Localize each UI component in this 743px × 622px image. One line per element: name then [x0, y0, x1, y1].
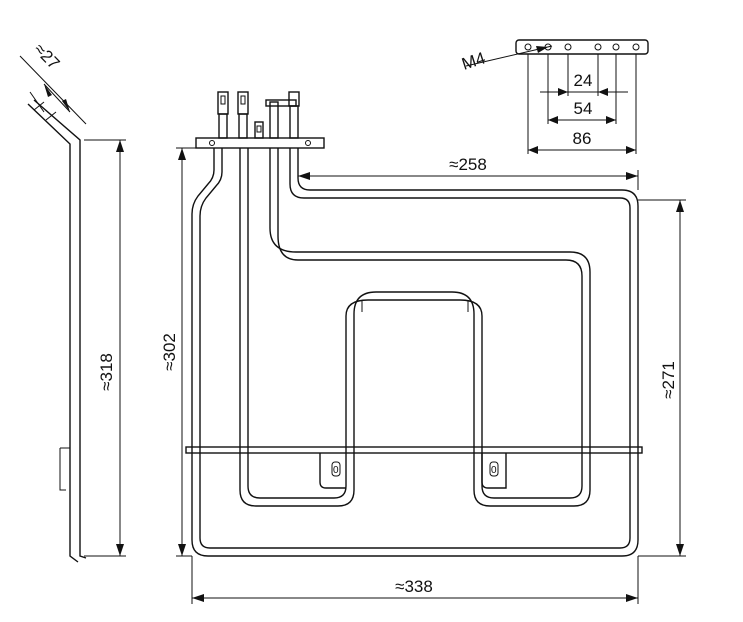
- side-view-hook: [59, 447, 70, 491]
- bracket-hole-4: [594, 43, 602, 51]
- bracket-hole-5: [612, 43, 620, 51]
- width-top-arrow-left: [298, 172, 310, 180]
- support-bar: [185, 446, 643, 454]
- angle-dimension-line: [43, 83, 71, 113]
- width-top-arrow-right: [626, 172, 638, 180]
- bracket-mid-label: 54: [574, 99, 593, 118]
- bracket-hole-6: [632, 43, 640, 51]
- mounting-plate: [195, 137, 325, 149]
- bracket-left-slot-mark: 0: [333, 465, 339, 476]
- bracket-hole-3: [564, 43, 572, 51]
- angle-extension-line-2: [29, 91, 45, 113]
- bracket-left-slot: [331, 461, 341, 477]
- angle-arrow: [62, 99, 70, 112]
- height-front-arrow-top: [178, 148, 186, 160]
- height-front-label: ≈302: [160, 333, 179, 371]
- bracket-right-slot: [489, 461, 499, 477]
- width-top-label: ≈258: [449, 155, 487, 174]
- outer-element-loop-inner-edge: [199, 148, 631, 549]
- height-right-label: ≈271: [659, 361, 678, 399]
- outer-element-loop-outer-edge: [191, 148, 639, 557]
- inner-element-inner-edge: [247, 148, 583, 499]
- side-view-tube-inner: [33, 99, 87, 559]
- angle-extension-line-1: [19, 55, 87, 125]
- bracket-inner-label: 24: [574, 71, 593, 90]
- bracket-hole-1: [524, 43, 532, 51]
- height-right-arrow-bottom: [676, 544, 684, 556]
- bracket-detail: M4 24 54 86: [459, 39, 649, 154]
- side-view-terminal: [33, 101, 57, 121]
- bracket-left: [319, 453, 346, 489]
- bracket-outer-label: 86: [573, 129, 592, 148]
- thread-label: M4: [459, 48, 487, 73]
- angle-arrow-2: [44, 84, 52, 97]
- height-front-arrow-bottom: [178, 544, 186, 556]
- bracket-right: [481, 453, 507, 489]
- height-right-arrow-top: [676, 200, 684, 212]
- height-side-arrow-bottom: [116, 544, 124, 556]
- width-bottom-arrow-left: [192, 594, 204, 602]
- front-view: 0 0 ≈258 ≈302 ≈271 ≈338: [160, 91, 686, 604]
- terminals: [217, 91, 300, 139]
- side-view: ≈27 ≈318: [19, 40, 126, 563]
- inner-element-outer-edge: [239, 148, 591, 507]
- bracket-detail-plate: [515, 39, 649, 55]
- mounting-hole-left: [209, 140, 215, 146]
- angle-label: ≈27: [30, 40, 63, 74]
- height-side-arrow-top: [116, 140, 124, 152]
- width-bottom-arrow-right: [626, 594, 638, 602]
- side-view-tube-outer: [27, 103, 79, 563]
- height-side-label: ≈318: [97, 353, 116, 391]
- width-bottom-label: ≈338: [395, 577, 433, 596]
- mounting-hole-right: [305, 140, 311, 146]
- bracket-right-slot-mark: 0: [491, 465, 497, 476]
- inner-element-middle-edge: [361, 300, 469, 312]
- thread-leader-arrow: [536, 46, 548, 53]
